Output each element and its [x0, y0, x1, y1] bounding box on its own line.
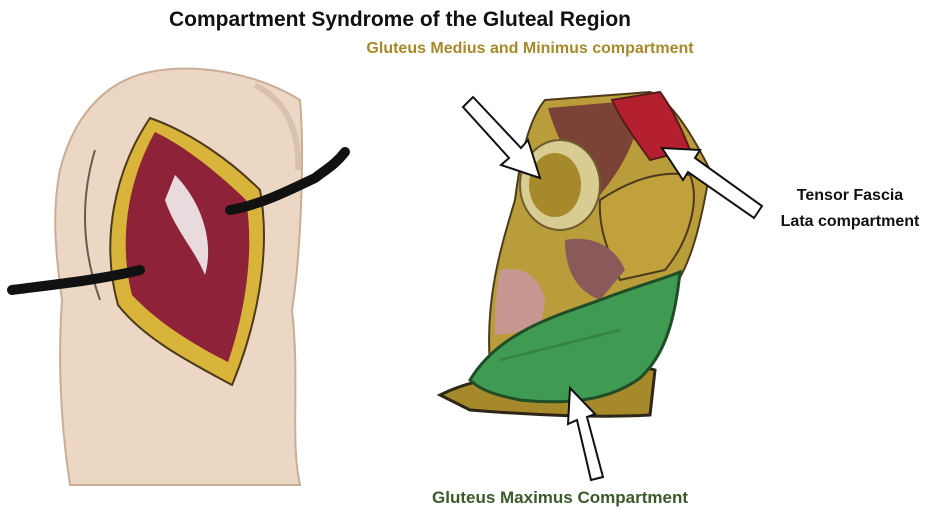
gluteal-cross-section: [440, 92, 710, 416]
thigh-incision-illustration: [12, 69, 345, 485]
bone-ring-inner: [529, 153, 581, 217]
